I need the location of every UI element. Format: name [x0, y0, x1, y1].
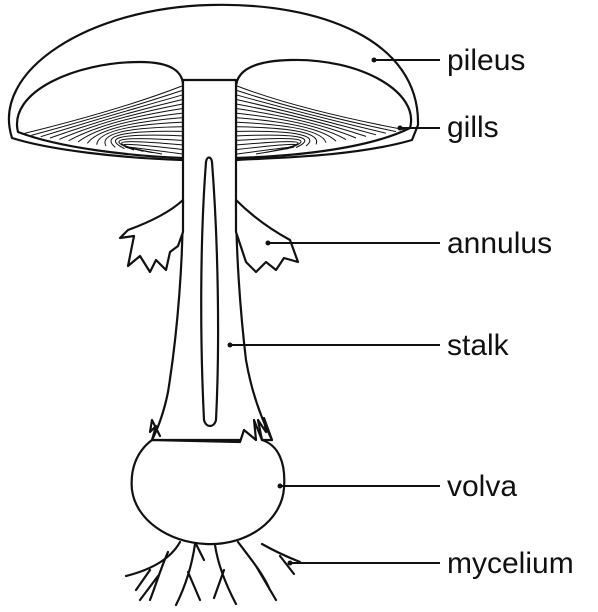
label-annulus: annulus — [447, 227, 552, 260]
gill-line — [236, 146, 295, 155]
label-pileus: pileus — [447, 44, 525, 77]
gills — [21, 85, 407, 155]
gill-line — [236, 99, 377, 136]
label-stalk: stalk — [447, 329, 510, 362]
gill-line — [68, 108, 183, 142]
gill-line — [236, 126, 318, 145]
leader-pileus-dot — [371, 57, 377, 63]
gill-line — [110, 130, 183, 148]
gill-line — [125, 146, 183, 155]
gill-line — [236, 134, 306, 149]
gill-line — [77, 112, 183, 143]
gill-line — [236, 85, 407, 131]
gill-line — [236, 108, 357, 139]
gill-line — [59, 103, 183, 140]
annulus — [118, 198, 300, 274]
gills-right — [236, 85, 407, 155]
gill-line — [236, 121, 327, 144]
leader-lines — [227, 57, 440, 566]
gill-line — [236, 103, 367, 137]
mycelium — [124, 540, 302, 607]
label-volva: volva — [447, 470, 517, 503]
labels: pileus gills annulus stalk volva myceliu… — [447, 44, 574, 580]
gill-line — [40, 94, 183, 138]
leader-stalk-dot — [227, 342, 233, 348]
label-mycelium: mycelium — [447, 547, 574, 580]
gill-line — [31, 90, 183, 136]
leader-volva-dot — [277, 483, 283, 489]
gill-line — [236, 90, 397, 133]
leader-annulus-dot — [265, 240, 271, 246]
gill-line — [49, 99, 183, 139]
leader-mycelium-dot — [287, 560, 293, 566]
gill-line — [114, 134, 183, 150]
gill-line — [21, 85, 183, 135]
gill-line — [86, 117, 183, 144]
leader-gills-dot — [397, 125, 403, 131]
gills-left — [21, 85, 183, 155]
gill-line — [96, 121, 183, 145]
volva — [130, 416, 286, 546]
label-gills: gills — [447, 111, 499, 144]
gill-line — [104, 126, 183, 147]
gill-line — [236, 112, 347, 141]
gill-line — [236, 94, 387, 134]
gill-line — [236, 117, 337, 142]
gill-line — [236, 130, 311, 147]
